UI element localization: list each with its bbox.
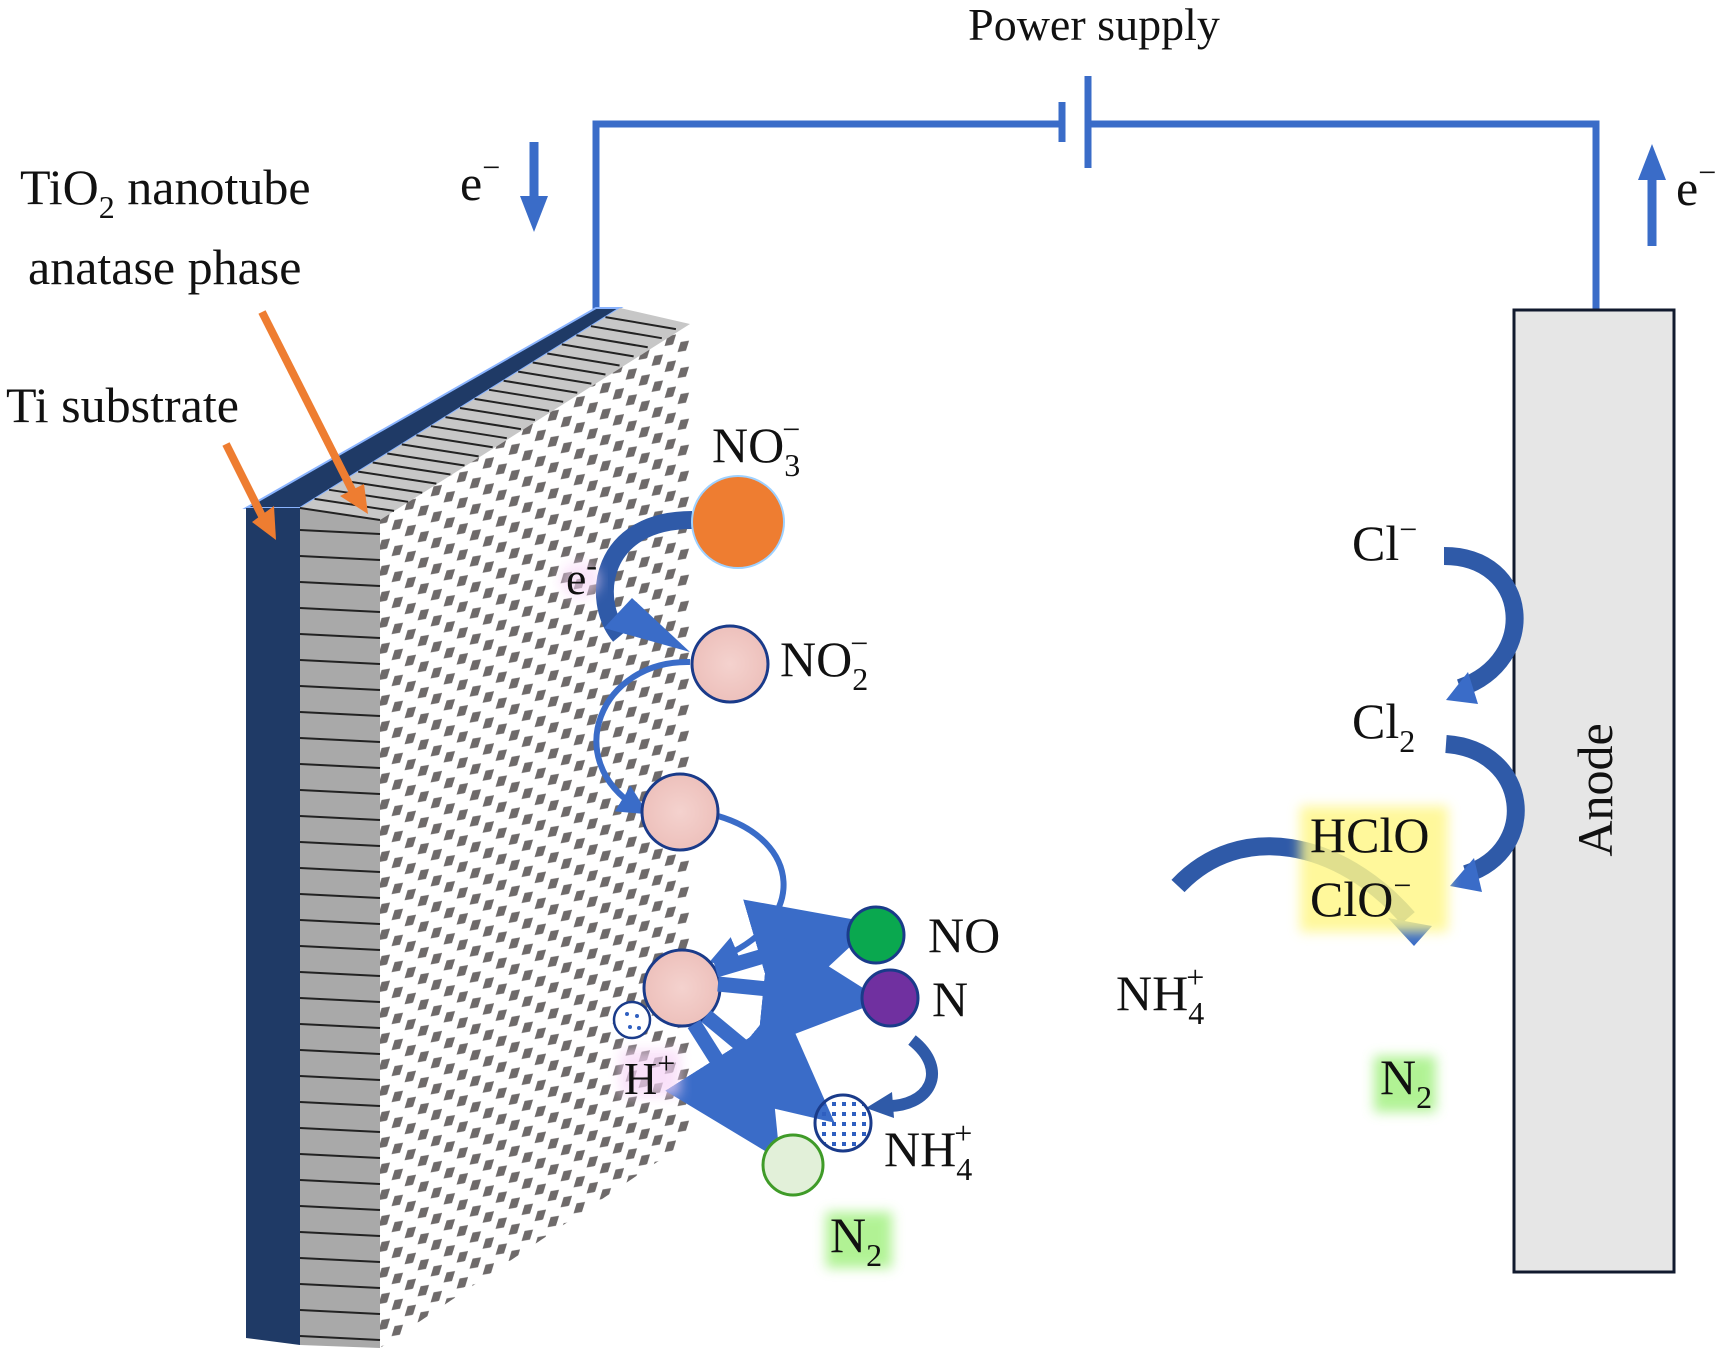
nanotube-top-edge bbox=[576, 334, 648, 349]
nanotube-separator bbox=[299, 997, 381, 1003]
nanotube-separator bbox=[299, 1153, 381, 1159]
nanotube-separator bbox=[299, 1101, 381, 1107]
nanotube-separator bbox=[299, 581, 381, 587]
nanotube-separator bbox=[299, 1335, 381, 1341]
nanotube-top-edge bbox=[503, 379, 578, 394]
no3-label: NO3− bbox=[712, 411, 800, 483]
nanotube-separator bbox=[299, 685, 381, 691]
nanotube-top-edge bbox=[590, 325, 662, 340]
anatase-phase-label: anatase phase bbox=[28, 239, 301, 295]
nanotube-top-edge bbox=[372, 461, 451, 476]
n-circle bbox=[860, 968, 920, 1028]
electron-anode-label: e− bbox=[1676, 154, 1716, 216]
product-arrows bbox=[665, 899, 938, 1161]
nanotube-top-edge bbox=[459, 407, 536, 421]
nanotube-separator bbox=[299, 555, 381, 561]
hypochlorite-highlight bbox=[1300, 806, 1448, 932]
nanotube-separator bbox=[299, 971, 381, 977]
nanotube-separator bbox=[299, 633, 381, 639]
nanotube-separator bbox=[299, 1257, 381, 1263]
h-plus-circle bbox=[612, 1000, 652, 1040]
n2-label-anode: N2 bbox=[1380, 1049, 1432, 1115]
n2-label-cathode: N2 bbox=[830, 1207, 882, 1273]
n2-circle bbox=[761, 1133, 825, 1197]
no2-circle bbox=[690, 624, 770, 704]
nanotube-separator bbox=[299, 789, 381, 795]
ti-substrate-label: Ti substrate bbox=[6, 377, 239, 433]
nanotube-separator bbox=[299, 815, 381, 821]
ti-substrate-pointer-arrow bbox=[222, 442, 276, 540]
electron-cathode-label: e− bbox=[460, 149, 500, 211]
power-supply-label: Power supply bbox=[968, 0, 1220, 50]
clo-minus-label: ClO− bbox=[1310, 867, 1411, 927]
h-plus-label: H+ bbox=[624, 1045, 675, 1104]
nanotube-separator bbox=[299, 607, 381, 613]
nanotube-separator bbox=[299, 763, 381, 769]
circuit-wire bbox=[592, 120, 1600, 318]
electron-step-label: e- bbox=[566, 547, 597, 604]
nanotube-separator bbox=[299, 1179, 381, 1185]
nanotube-separator bbox=[299, 1309, 381, 1315]
nanotube-top-edge bbox=[430, 425, 507, 440]
no2-to-intermediate-arrow bbox=[593, 658, 691, 815]
nanotube-top-edge bbox=[401, 443, 479, 458]
nanotube-separator bbox=[299, 1049, 381, 1055]
nanotube-separator bbox=[299, 1231, 381, 1237]
electron-up-arrow-icon bbox=[1638, 144, 1666, 246]
intermediate-to-adsorbed-arrow bbox=[708, 813, 787, 965]
no-circle bbox=[846, 905, 906, 965]
nanotube-separator bbox=[299, 893, 381, 899]
nanotube-separator bbox=[299, 841, 381, 847]
electron-down-arrow-icon bbox=[520, 142, 548, 232]
nanotube-top-edge bbox=[299, 507, 381, 521]
nanotube-separator bbox=[299, 867, 381, 873]
nanotube-top-edge bbox=[488, 388, 564, 403]
no3-circle bbox=[691, 475, 785, 569]
tio2-label: TiO2 nanotube bbox=[20, 159, 311, 225]
intermediate-circle bbox=[640, 772, 720, 852]
nanotube-top-edge bbox=[445, 416, 522, 431]
nanotube-separator bbox=[299, 1205, 381, 1211]
nanotube-separator bbox=[299, 659, 381, 665]
nanotube-separator bbox=[299, 737, 381, 743]
nanotube-separator bbox=[299, 919, 381, 925]
n-label: N bbox=[932, 971, 968, 1027]
no2-label: NO2− bbox=[780, 625, 868, 697]
nanotube-top-edge bbox=[387, 452, 465, 467]
cl-minus-label: Cl− bbox=[1352, 511, 1417, 571]
no3-to-no2-arrow bbox=[595, 511, 693, 652]
nanotube-top-edge bbox=[358, 470, 437, 485]
nanotube-top-edge bbox=[328, 488, 409, 503]
nh4-label-cathode: NH4+ bbox=[884, 1115, 972, 1187]
no-label: NO bbox=[928, 907, 1000, 963]
nanotube-top-edge bbox=[605, 316, 677, 331]
nanotube-top-edge bbox=[343, 479, 423, 494]
nanotube-top-edge bbox=[518, 370, 592, 385]
nanotube-top-edge bbox=[561, 343, 634, 358]
tio2-pointer-arrow bbox=[258, 310, 368, 514]
nh4-circle bbox=[813, 1093, 873, 1153]
nanotube-separator bbox=[299, 1075, 381, 1081]
cl2-label: Cl2 bbox=[1352, 693, 1415, 759]
hclo-label: HClO bbox=[1310, 807, 1429, 863]
anode-electrode bbox=[1512, 308, 1676, 1274]
nanotube-top-edge bbox=[416, 434, 493, 449]
nanotube-top-edge bbox=[547, 352, 620, 367]
nh4-label-anode: NH4+ bbox=[1116, 959, 1204, 1031]
nanotube-separator bbox=[299, 1283, 381, 1289]
nanotube-separator bbox=[299, 1023, 381, 1029]
anode-label: Anode bbox=[1567, 723, 1623, 856]
nanotube-top-edge bbox=[532, 361, 606, 376]
nanotube-separator bbox=[299, 711, 381, 717]
nanotube-top-edge bbox=[474, 397, 550, 412]
nanotube-separator bbox=[299, 945, 381, 951]
nanotube-separator bbox=[299, 1127, 381, 1133]
battery-icon bbox=[1058, 76, 1092, 168]
nanotube-separator bbox=[299, 529, 381, 535]
